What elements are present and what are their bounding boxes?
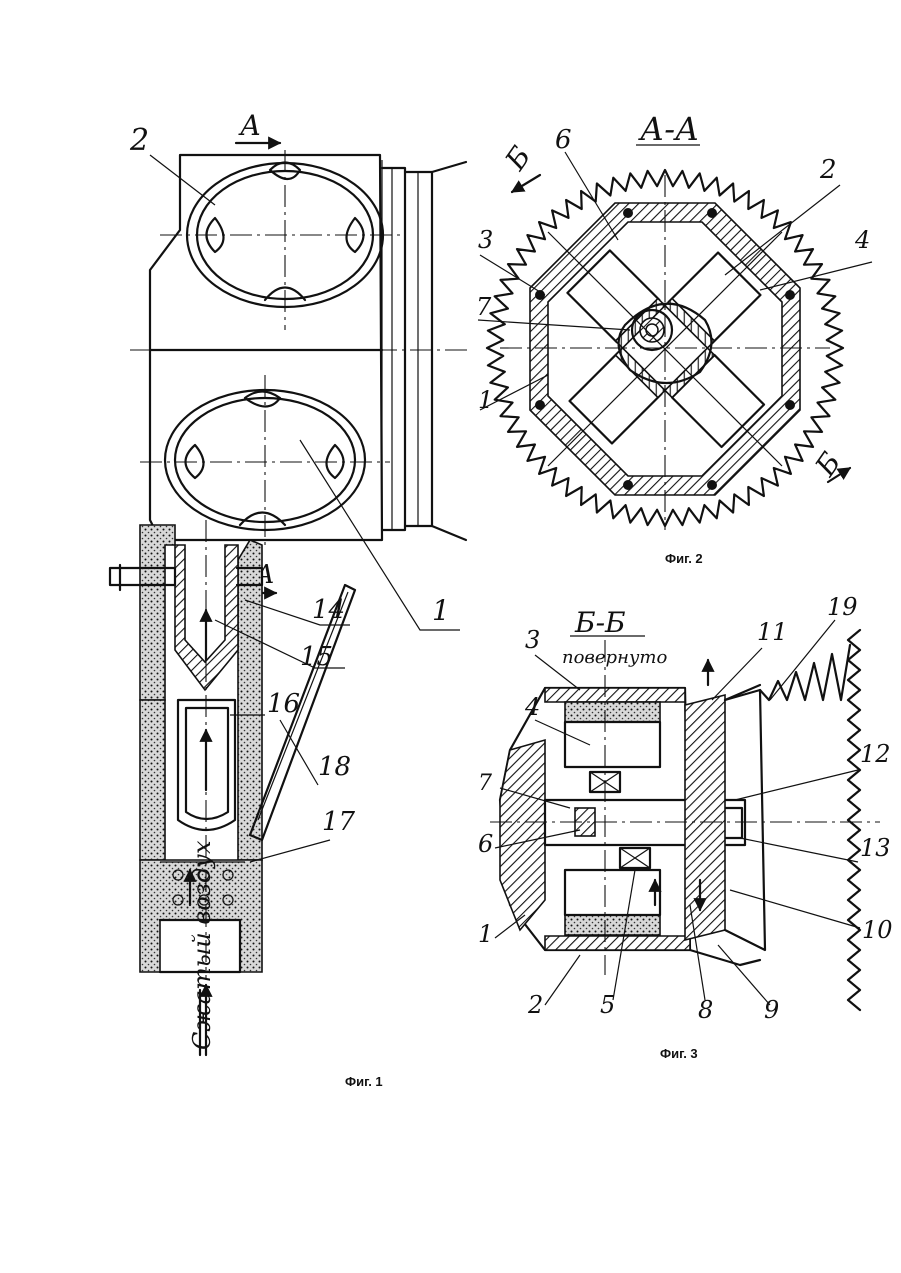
fig3-callout-1: 1 xyxy=(478,920,493,948)
fig1-inlet-label: Сжатый воздух xyxy=(188,840,216,1050)
fig3-title: Б-Б xyxy=(574,606,626,639)
fig1-callout-2: 2 xyxy=(129,123,149,158)
fig3-abrasive-disc xyxy=(848,630,860,1010)
fig2-callout-3: 3 xyxy=(478,226,493,254)
fig1-housing xyxy=(150,155,466,540)
fig1-section-mark-top: А xyxy=(238,109,261,142)
fig3-callout-10: 10 xyxy=(862,916,893,944)
fig1-callout-14: 14 xyxy=(312,595,345,625)
fig1-caption: Фиг. 1 xyxy=(345,1074,383,1089)
fig3-callout-11: 11 xyxy=(757,618,788,646)
fig3-abrasive-disc-edge xyxy=(760,645,850,700)
figure-3: Б-Б повернуто xyxy=(478,593,893,1061)
fig2-callout-6: 6 xyxy=(555,125,572,155)
fig3-callout-19: 19 xyxy=(827,593,858,621)
fig3-callout-4: 4 xyxy=(524,693,540,721)
fig3-callout-6: 6 xyxy=(478,830,493,858)
fig1-upper-rotor xyxy=(160,150,400,330)
fig1-handle-body xyxy=(110,520,262,980)
fig1-callout-16: 16 xyxy=(267,689,300,719)
fig3-subtitle: повернуто xyxy=(562,647,667,668)
fig2-title: А-А xyxy=(638,110,699,148)
fig3-callout-5: 5 xyxy=(600,991,615,1019)
fig2-section-mark-top: Б xyxy=(498,140,537,177)
fig3-caption: Фиг. 3 xyxy=(660,1046,698,1061)
fig3-callout-8: 8 xyxy=(698,996,713,1024)
fig2-callout-4: 4 xyxy=(854,226,870,254)
figure-2: А-А xyxy=(476,110,872,566)
fig3-callout-13: 13 xyxy=(860,834,891,862)
fig2-callout-2: 2 xyxy=(819,155,837,185)
figure-1: А А xyxy=(110,109,470,1089)
fig1-callout-18: 18 xyxy=(318,752,351,782)
fig1-callout-17: 17 xyxy=(322,807,356,837)
fig1-callout-1: 1 xyxy=(432,594,450,627)
fig1-callout-15: 15 xyxy=(300,642,333,672)
fig3-callout-2: 2 xyxy=(527,991,543,1019)
fig3-callout-7: 7 xyxy=(478,771,492,796)
fig2-section-mark-bottom: Б xyxy=(808,446,847,483)
fig2-caption: Фиг. 2 xyxy=(665,551,703,566)
fig3-callout-3: 3 xyxy=(525,626,540,654)
fig2-callout-7: 7 xyxy=(476,293,492,321)
fig3-callout-12: 12 xyxy=(860,740,891,768)
